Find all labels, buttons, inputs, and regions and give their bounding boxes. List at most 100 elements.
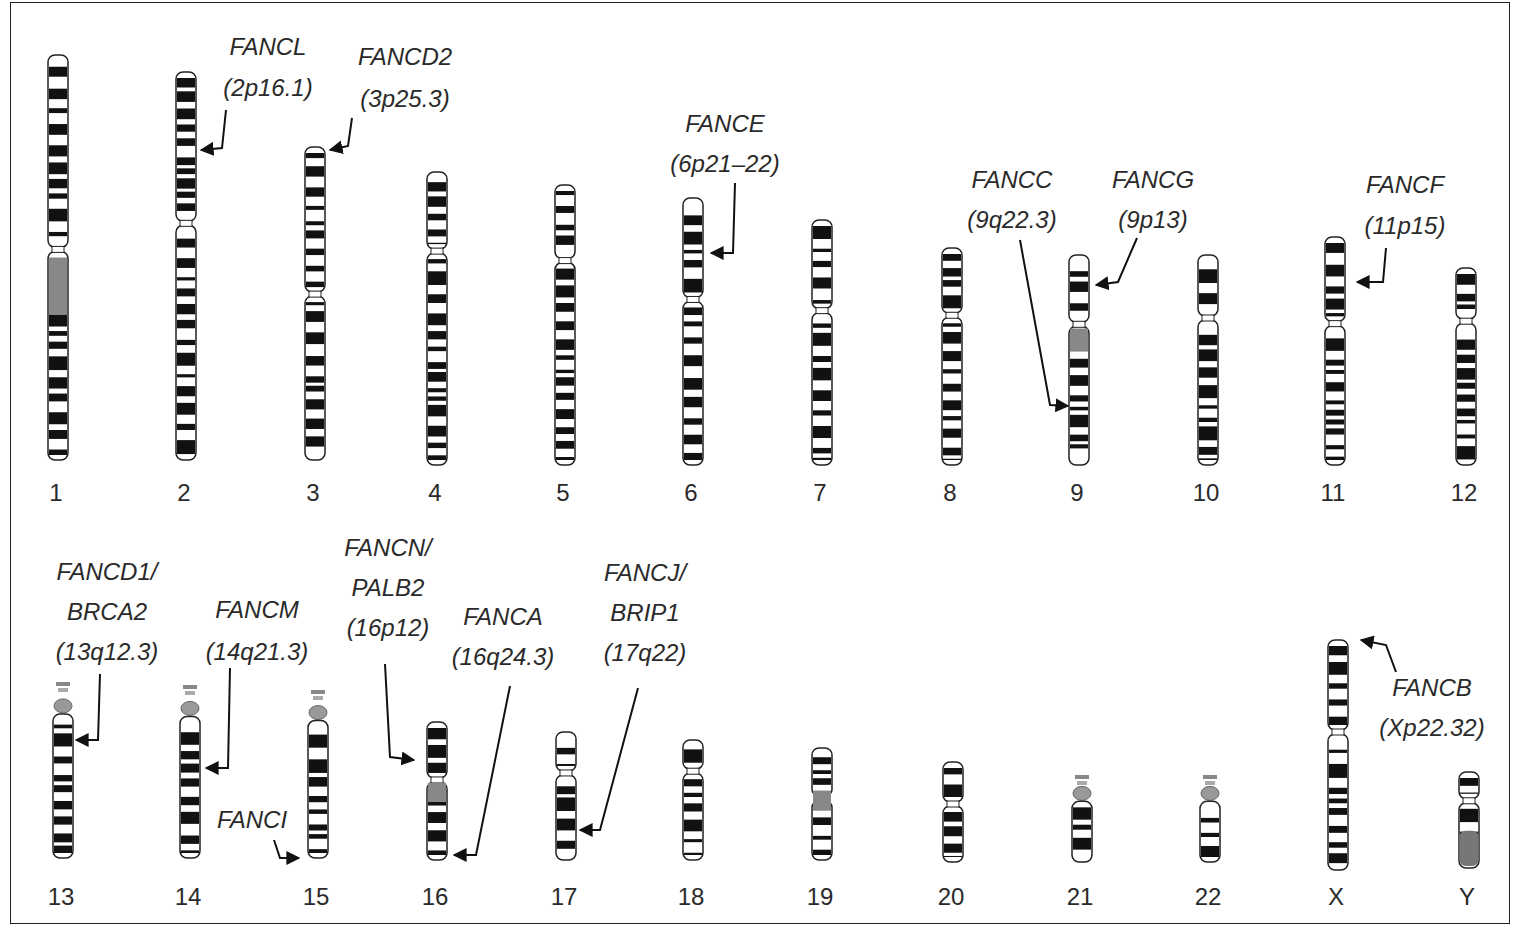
- chromosome-number: 14: [175, 883, 202, 911]
- chromosome-number: 13: [48, 883, 75, 911]
- chromosome-number: 8: [943, 479, 956, 507]
- chromosome-number: 16: [422, 883, 449, 911]
- centromere: [559, 258, 571, 264]
- satellite-stalk: [181, 685, 199, 715]
- centromere: [1073, 321, 1085, 327]
- leader-arrow: [206, 668, 230, 768]
- gene-label: FANCI: [217, 800, 287, 840]
- chromosome-arm: [1072, 801, 1092, 862]
- gene-label: FANCC: [972, 160, 1053, 200]
- chromosome-arm: [683, 773, 703, 860]
- leader-arrow: [1357, 248, 1386, 282]
- chromosome-arm: [1198, 255, 1218, 316]
- satellite-stalk: [54, 682, 72, 713]
- gene-label: FANCF: [1366, 165, 1444, 205]
- centromere: [431, 248, 443, 254]
- leader-arrow: [76, 674, 100, 740]
- chromosome-arm: [942, 317, 962, 465]
- gene-label: FANCG: [1112, 160, 1194, 200]
- gene-label: FANCD2: [358, 37, 452, 77]
- chromosome-number: 9: [1070, 479, 1083, 507]
- heterochromatin: [813, 791, 831, 811]
- centromere: [1202, 315, 1214, 321]
- chromosome-arm: [305, 147, 325, 292]
- chromosome-arm: [1069, 326, 1089, 465]
- chromosome-arm: [555, 263, 575, 465]
- chromosome-number: 10: [1193, 479, 1220, 507]
- leader-arrow: [274, 840, 299, 858]
- chromosome-number: 21: [1067, 883, 1094, 911]
- gene-label: (3p25.3): [360, 79, 449, 119]
- chromosome-arm: [1328, 734, 1348, 870]
- chromosome-arm: [1459, 772, 1479, 799]
- chromosome-number: 22: [1195, 883, 1222, 911]
- gene-label: (17q22): [604, 633, 687, 673]
- leader-arrow: [1361, 640, 1396, 672]
- heterochromatin: [1460, 831, 1479, 866]
- gene-label: (13q12.3): [56, 632, 159, 672]
- chromosome-arm: [1459, 803, 1479, 868]
- chromosome-arm: [943, 806, 963, 862]
- chromosome-arm: [1456, 268, 1476, 319]
- chromosome-number: 3: [306, 479, 319, 507]
- chromosome-number: 2: [177, 479, 190, 507]
- chromosome-arm: [1200, 801, 1220, 862]
- chromosome-number: 6: [684, 479, 697, 507]
- chromosome-number: 15: [303, 883, 330, 911]
- centromere: [947, 801, 959, 807]
- chromosome-arm: [1325, 237, 1345, 322]
- leader-arrow: [330, 118, 352, 150]
- heterochromatin: [428, 783, 446, 802]
- chromosome-arm: [48, 251, 68, 460]
- gene-label: (Xp22.32): [1379, 708, 1484, 748]
- centromere: [1463, 798, 1475, 804]
- chromosome-arm: [53, 714, 73, 858]
- gene-label: FANCM: [215, 590, 299, 630]
- centromere: [1329, 321, 1341, 327]
- chromosome-number: X: [1328, 883, 1344, 911]
- centromere: [687, 296, 699, 302]
- gene-label: (14q21.3): [206, 632, 309, 672]
- leader-arrow: [201, 110, 226, 150]
- chromosome-arm: [427, 782, 447, 860]
- chromosome-number: 20: [938, 883, 965, 911]
- gene-label: (11p15): [1365, 206, 1446, 246]
- satellite-stalk: [309, 690, 327, 720]
- heterochromatin: [49, 258, 67, 315]
- centromere: [52, 246, 64, 252]
- chromosome-number: 7: [813, 479, 826, 507]
- centromere: [946, 312, 958, 318]
- centromere: [1332, 729, 1344, 735]
- chromosome-arm: [1328, 640, 1348, 730]
- chromosome-arm: [683, 740, 703, 769]
- chromosome-arm: [1325, 326, 1345, 465]
- chromosome-number: 19: [807, 883, 834, 911]
- leader-arrow: [385, 664, 414, 760]
- leader-arrow: [1096, 238, 1137, 285]
- chromosome-arm: [555, 185, 575, 259]
- chromosome-arm: [427, 253, 447, 465]
- chromosome-arm: [812, 220, 832, 309]
- chromosome-arm: [812, 748, 832, 796]
- chromosome-arm: [942, 248, 962, 313]
- gene-label: FANCB: [1392, 668, 1472, 708]
- gene-label: (16p12): [347, 608, 430, 648]
- gene-label: (2p16.1): [223, 68, 312, 108]
- chromosome-number: Y: [1459, 883, 1475, 911]
- chromosome-number: 12: [1451, 479, 1478, 507]
- centromere: [309, 291, 321, 297]
- chromosome-arm: [427, 722, 447, 778]
- chromosome-arm: [1456, 323, 1476, 465]
- gene-label: (16q24.3): [452, 637, 555, 677]
- gene-label: FANCJ/ BRIP1: [585, 553, 705, 633]
- chromosome-arm: [556, 732, 576, 771]
- centromere: [816, 308, 828, 314]
- chromosome-number: 1: [49, 479, 62, 507]
- chromosome-number: 5: [556, 479, 569, 507]
- centromere: [431, 777, 443, 783]
- leader-arrow: [1020, 240, 1068, 406]
- chromosome-arm: [176, 225, 196, 460]
- gene-label: (9p13): [1118, 200, 1187, 240]
- gene-label: FANCD1/ BRCA2: [47, 552, 167, 632]
